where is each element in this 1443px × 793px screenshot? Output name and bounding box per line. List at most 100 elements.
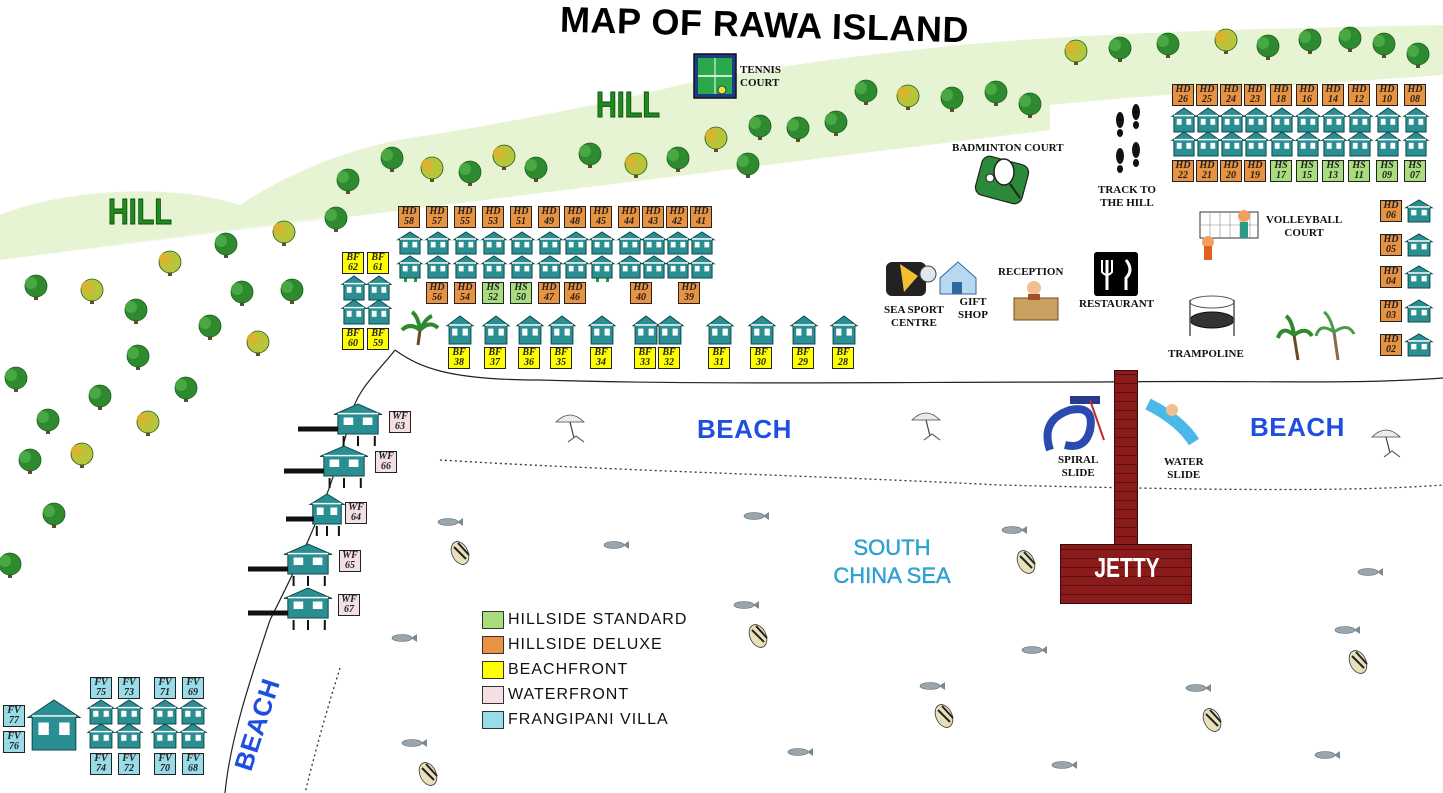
fish-icon	[391, 634, 417, 642]
unit-number: 66	[381, 461, 391, 472]
unit-number: 39	[684, 292, 694, 303]
unit-type: HD	[1247, 84, 1263, 95]
tree-icon	[1214, 28, 1238, 54]
fish-icon	[1021, 646, 1047, 654]
unit-type: HD	[1273, 84, 1289, 95]
water-slide-line1: WATER	[1164, 456, 1204, 468]
chalet-icon	[283, 543, 333, 575]
angelfish-icon	[934, 704, 954, 728]
unit-number: 73	[124, 687, 134, 698]
unit-type: FV	[158, 677, 172, 688]
chalet-icon	[587, 315, 617, 345]
water-slide-icon	[1145, 398, 1200, 446]
unit-number: 36	[524, 357, 534, 368]
unit-type: WF	[341, 594, 357, 605]
trampoline-label: TRAMPOLINE	[1168, 348, 1244, 360]
sea-sport-centre-label: SEA SPORT CENTRE	[884, 304, 944, 330]
chalet-icon	[1320, 107, 1348, 133]
unit-number: 52	[488, 292, 498, 303]
unit-type: BF	[488, 347, 502, 358]
reception-icon	[1013, 281, 1059, 321]
chalet-icon	[365, 275, 393, 301]
chalet-icon	[150, 699, 180, 725]
unit-number: 14	[1328, 94, 1338, 105]
